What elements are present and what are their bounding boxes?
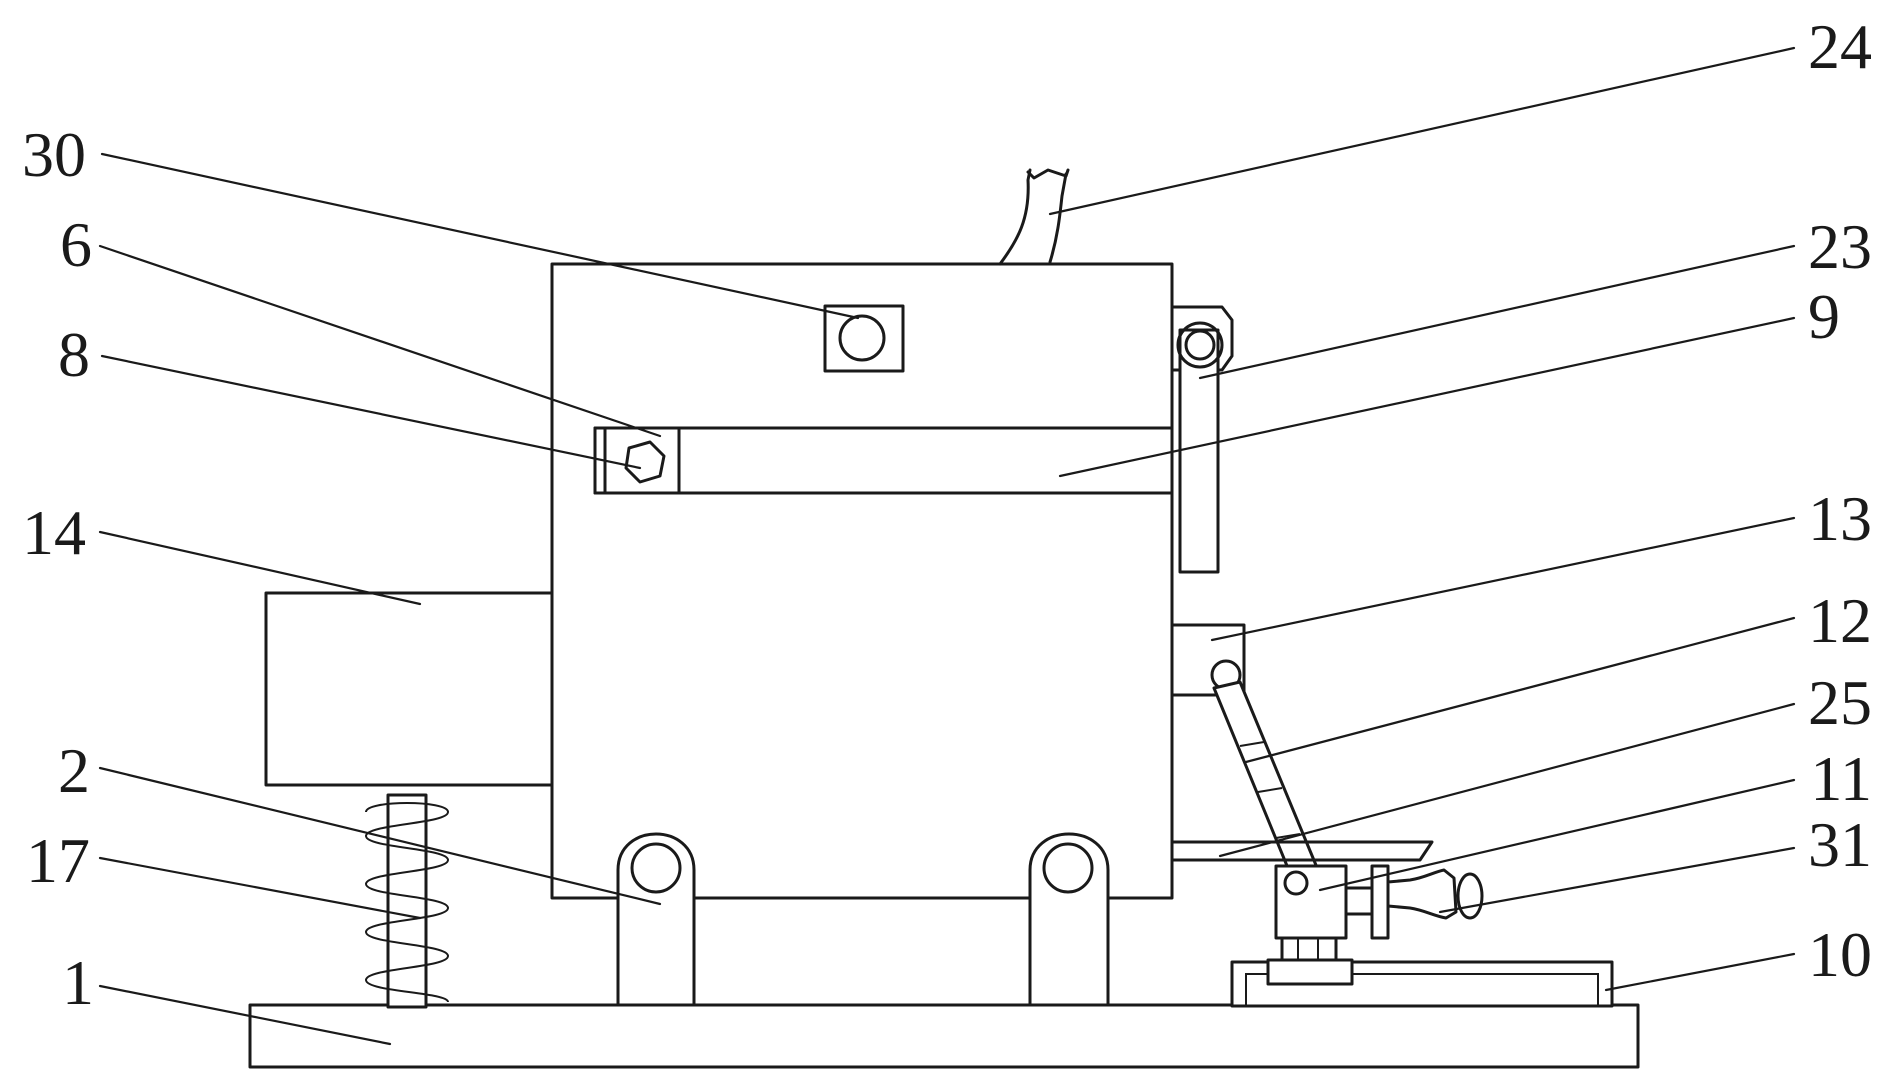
- callout-9: 9: [1808, 281, 1840, 352]
- guide-rail: [1170, 840, 1434, 862]
- leader-30: [100, 152, 860, 320]
- side-block: [264, 591, 554, 787]
- callout-31: 31: [1808, 809, 1872, 880]
- callout-10: 10: [1808, 919, 1872, 990]
- leader-23: [1198, 244, 1796, 380]
- leader-12: [1244, 616, 1796, 764]
- callout-30: 30: [22, 119, 86, 190]
- leader-9: [1058, 316, 1796, 478]
- callout-17: 17: [26, 825, 90, 896]
- leader-1: [98, 984, 392, 1046]
- leader-6: [98, 244, 662, 438]
- callout-13: 13: [1808, 483, 1872, 554]
- support-lug-left: [616, 832, 696, 1007]
- callout-25: 25: [1808, 667, 1872, 738]
- slide-base: [1230, 958, 1614, 1008]
- top-fitting: [823, 304, 905, 373]
- leader-13: [1210, 516, 1796, 642]
- callout-1: 1: [62, 947, 94, 1018]
- callout-23: 23: [1808, 211, 1872, 282]
- slide-bar: [593, 426, 1174, 495]
- callout-24: 24: [1808, 11, 1872, 82]
- link-arm: [1212, 680, 1320, 880]
- leader-11: [1318, 778, 1796, 892]
- leader-14: [98, 530, 422, 606]
- callout-12: 12: [1808, 585, 1872, 656]
- leader-31: [1438, 846, 1796, 914]
- support-lug-right: [1028, 832, 1110, 1007]
- hex-nut: [624, 440, 666, 484]
- callout-14: 14: [22, 497, 86, 568]
- leader-10: [1604, 952, 1796, 992]
- callout-labels: 24 30 6 23 9 8 13 14 12 25 2 11 31 17 10…: [22, 11, 1872, 1018]
- spring-rod: [386, 793, 428, 1009]
- upper-bracket: [1170, 305, 1234, 574]
- valve-body: [1274, 864, 1348, 962]
- leader-lines: [98, 46, 1796, 1046]
- callout-11: 11: [1810, 743, 1872, 814]
- leader-8: [100, 354, 642, 470]
- leader-17: [98, 856, 422, 920]
- valve-handle: [1344, 864, 1484, 940]
- leader-2: [98, 766, 662, 906]
- spring-assembly: [364, 793, 450, 1009]
- leader-25: [1218, 702, 1796, 858]
- spring-coil: [364, 802, 450, 1003]
- hose: [998, 168, 1070, 266]
- callout-2: 2: [58, 735, 90, 806]
- callout-6: 6: [60, 209, 92, 280]
- callout-8: 8: [58, 319, 90, 390]
- leader-24: [1048, 46, 1796, 216]
- base-plate: [248, 1003, 1640, 1069]
